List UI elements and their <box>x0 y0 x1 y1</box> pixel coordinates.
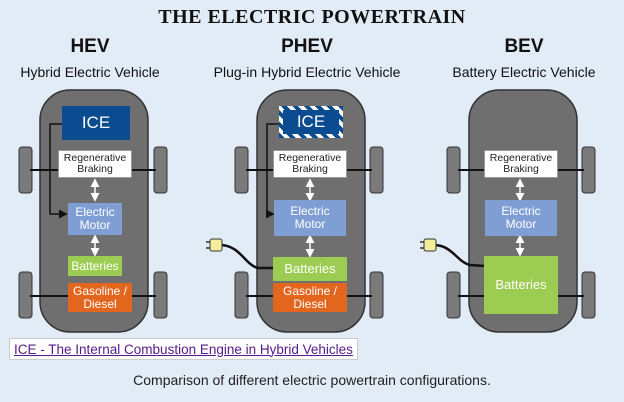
phev-batteries-box: Batteries <box>273 257 347 281</box>
figure-caption: Comparison of different electric powertr… <box>133 372 491 388</box>
phev-title: PHEV <box>281 36 333 57</box>
phev-plug-head <box>209 238 223 252</box>
hev-title: HEV <box>70 36 110 57</box>
bev-title: BEV <box>504 36 544 57</box>
hev-fuel-box: Gasoline / Diesel <box>68 283 132 312</box>
bev-subtitle: Battery Electric Vehicle <box>452 64 596 80</box>
phev-ice-box: ICE <box>279 106 343 138</box>
bev-plug-head <box>423 238 437 252</box>
phev-regen-box: Regenerative Braking <box>273 150 347 178</box>
ice-article-link[interactable]: ICE - The Internal Combustion Engine in … <box>9 338 358 360</box>
phev-ice-link <box>265 123 279 219</box>
bev-regen-box: Regenerative Braking <box>484 150 558 178</box>
phev-ice-label: ICE <box>283 110 339 134</box>
hev-motor-box: Electric Motor <box>68 203 122 235</box>
hev-ice-link <box>49 123 68 219</box>
hev-regen-box: Regenerative Braking <box>58 150 132 178</box>
hev-ice-box: ICE <box>62 106 130 140</box>
phev-subtitle: Plug-in Hybrid Electric Vehicle <box>213 64 401 80</box>
phev-fuel-box: Gasoline / Diesel <box>273 283 347 312</box>
bev-motor-box: Electric Motor <box>485 200 557 236</box>
phev-motor-box: Electric Motor <box>274 200 346 236</box>
hev-subtitle: Hybrid Electric Vehicle <box>20 64 160 80</box>
bev-plug-cable <box>433 243 486 268</box>
bev-batteries-box: Batteries <box>484 256 558 314</box>
page-title: THE ELECTRIC POWERTRAIN <box>158 6 466 28</box>
hev-batteries-box: Batteries <box>68 256 122 276</box>
phev-plug-cable <box>219 243 273 270</box>
